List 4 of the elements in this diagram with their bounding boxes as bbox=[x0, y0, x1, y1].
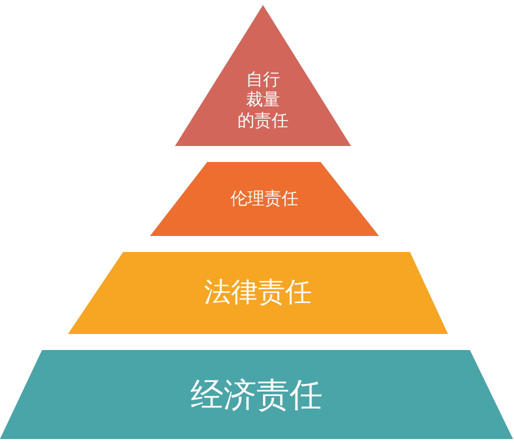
level-label: 自行裁量的责任 bbox=[238, 70, 288, 132]
level-label: 经济责任 bbox=[190, 374, 322, 414]
level-label: 法律责任 bbox=[204, 276, 312, 310]
level-label: 伦理责任 bbox=[230, 188, 298, 210]
